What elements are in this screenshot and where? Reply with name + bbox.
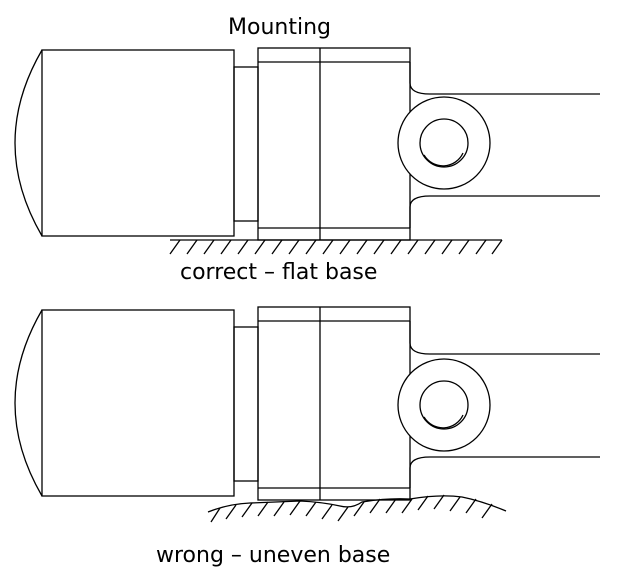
motor-body: [14, 309, 235, 497]
view-correct: [14, 47, 600, 255]
coupling-neck: [233, 326, 259, 482]
caption-correct: correct – flat base: [180, 260, 378, 285]
uneven-base: [207, 494, 507, 523]
base-hatching: [210, 494, 493, 523]
motor-body: [14, 49, 235, 237]
diagram-title: Mounting: [228, 15, 331, 40]
gearbox-housing: [257, 47, 411, 241]
base-hatching: [169, 239, 503, 255]
gearbox-housing: [257, 306, 411, 501]
coupling-neck: [233, 66, 259, 222]
output-arm: [409, 62, 600, 228]
output-arm: [409, 321, 600, 488]
view-wrong: [14, 306, 600, 523]
output-hub: [397, 358, 491, 452]
flat-base: [169, 239, 503, 255]
caption-wrong: wrong – uneven base: [156, 543, 391, 568]
output-hub: [397, 96, 491, 190]
